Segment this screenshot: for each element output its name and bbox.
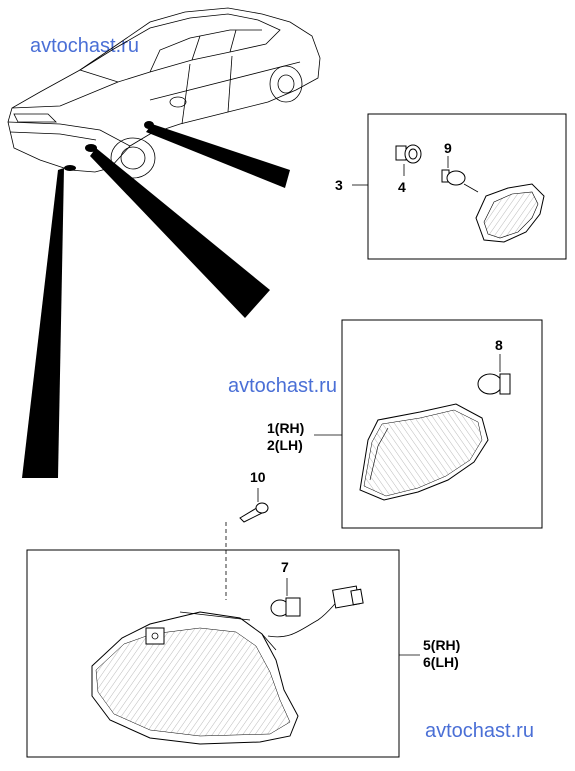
callout-9: 9 bbox=[444, 140, 452, 156]
turn-signal-box bbox=[341, 319, 543, 529]
callout-4: 4 bbox=[398, 179, 406, 195]
fog-lamp-bulb-icon bbox=[270, 597, 301, 617]
side-marker-box bbox=[367, 113, 567, 260]
callout-6: 6(LH) bbox=[423, 654, 459, 670]
callout-3: 3 bbox=[335, 177, 343, 193]
watermark-bottom: avtochast.ru bbox=[425, 720, 534, 742]
fog-lamp-box bbox=[26, 549, 400, 758]
watermark-middle: avtochast.ru bbox=[228, 375, 337, 397]
beam-to-fog-lamp bbox=[22, 168, 64, 478]
beam-to-side-marker bbox=[146, 124, 290, 188]
fog-lamp-spot bbox=[64, 165, 76, 171]
beam-to-turn-signal bbox=[90, 148, 270, 318]
side-marker-lamp-icon bbox=[463, 183, 545, 243]
wedge-bulb-icon bbox=[441, 169, 466, 186]
watermark-top: avtochast.ru bbox=[30, 35, 139, 57]
callout-10: 10 bbox=[250, 469, 266, 485]
callout-8: 8 bbox=[495, 337, 503, 353]
callout-7: 7 bbox=[281, 559, 289, 575]
front-lamp-spot bbox=[85, 144, 97, 152]
callout-1: 1(RH) bbox=[267, 420, 304, 436]
turn-signal-bulb-icon bbox=[477, 373, 511, 395]
screw-icon bbox=[239, 502, 269, 523]
fog-lamp-icon bbox=[91, 611, 299, 745]
socket-icon bbox=[395, 144, 422, 164]
callout-5: 5(RH) bbox=[423, 637, 460, 653]
turn-signal-lamp-icon bbox=[359, 403, 489, 501]
car-illustration bbox=[7, 7, 321, 179]
callout-2: 2(LH) bbox=[267, 437, 303, 453]
connector-icon bbox=[267, 585, 364, 638]
